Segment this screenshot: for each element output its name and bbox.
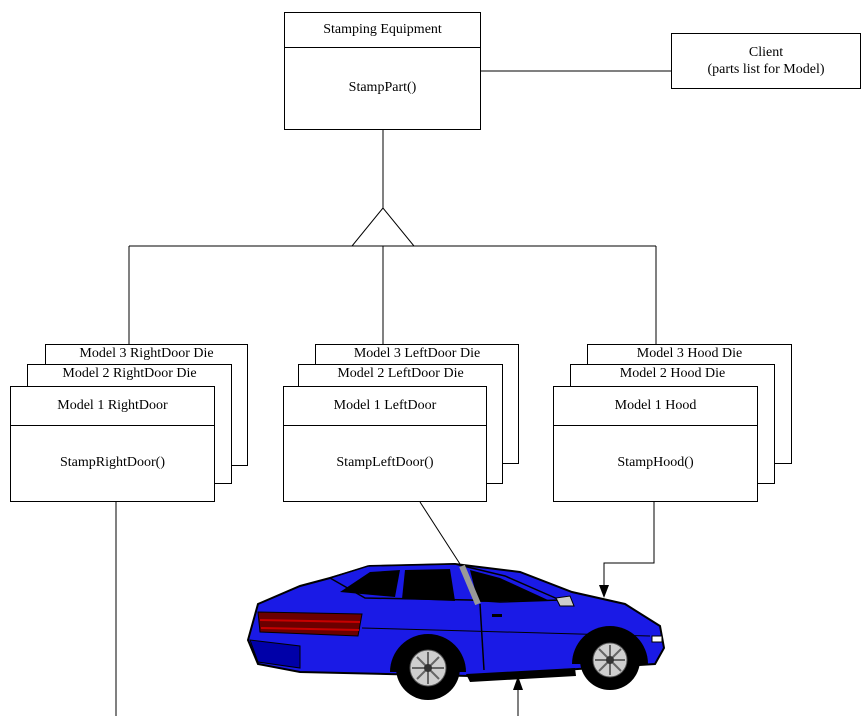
model3-label: Model 3 LeftDoor Die [316, 346, 518, 362]
class-method: StampRightDoor() [11, 425, 214, 501]
model1-hood-class: Model 1 Hood StampHood() [553, 386, 758, 502]
class-method: StampPart() [285, 47, 480, 129]
inheritance-triangle [352, 208, 414, 246]
class-method: StampHood() [554, 425, 757, 501]
left-door-line [420, 502, 460, 564]
model2-label: Model 2 Hood Die [571, 366, 774, 382]
car-taillight [258, 612, 362, 636]
hood-line [604, 502, 654, 585]
model1-right-door-class: Model 1 RightDoor StampRightDoor() [10, 386, 215, 502]
class-method: StampLeftDoor() [284, 425, 486, 501]
class-name: Model 1 Hood [554, 387, 757, 426]
hood-arrow-head [599, 585, 609, 598]
class-name: Stamping Equipment [285, 13, 480, 48]
model2-label: Model 2 LeftDoor Die [299, 366, 502, 382]
car-door-handle [492, 614, 502, 617]
client-box: Client (parts list for Model) [671, 33, 861, 89]
stamping-equipment-class: Stamping Equipment StampPart() [284, 12, 481, 130]
class-name: Model 1 LeftDoor [284, 387, 486, 426]
class-name: Model 1 RightDoor [11, 387, 214, 426]
model3-label: Model 3 RightDoor Die [46, 346, 247, 362]
model2-label: Model 2 RightDoor Die [28, 366, 231, 382]
car-front-lamp [652, 636, 662, 642]
model3-label: Model 3 Hood Die [588, 346, 791, 362]
car-side-window [402, 569, 455, 601]
model1-left-door-class: Model 1 LeftDoor StampLeftDoor() [283, 386, 487, 502]
car-illustration [248, 564, 664, 700]
client-subtitle: (parts list for Model) [707, 61, 824, 78]
client-title: Client [707, 44, 824, 61]
